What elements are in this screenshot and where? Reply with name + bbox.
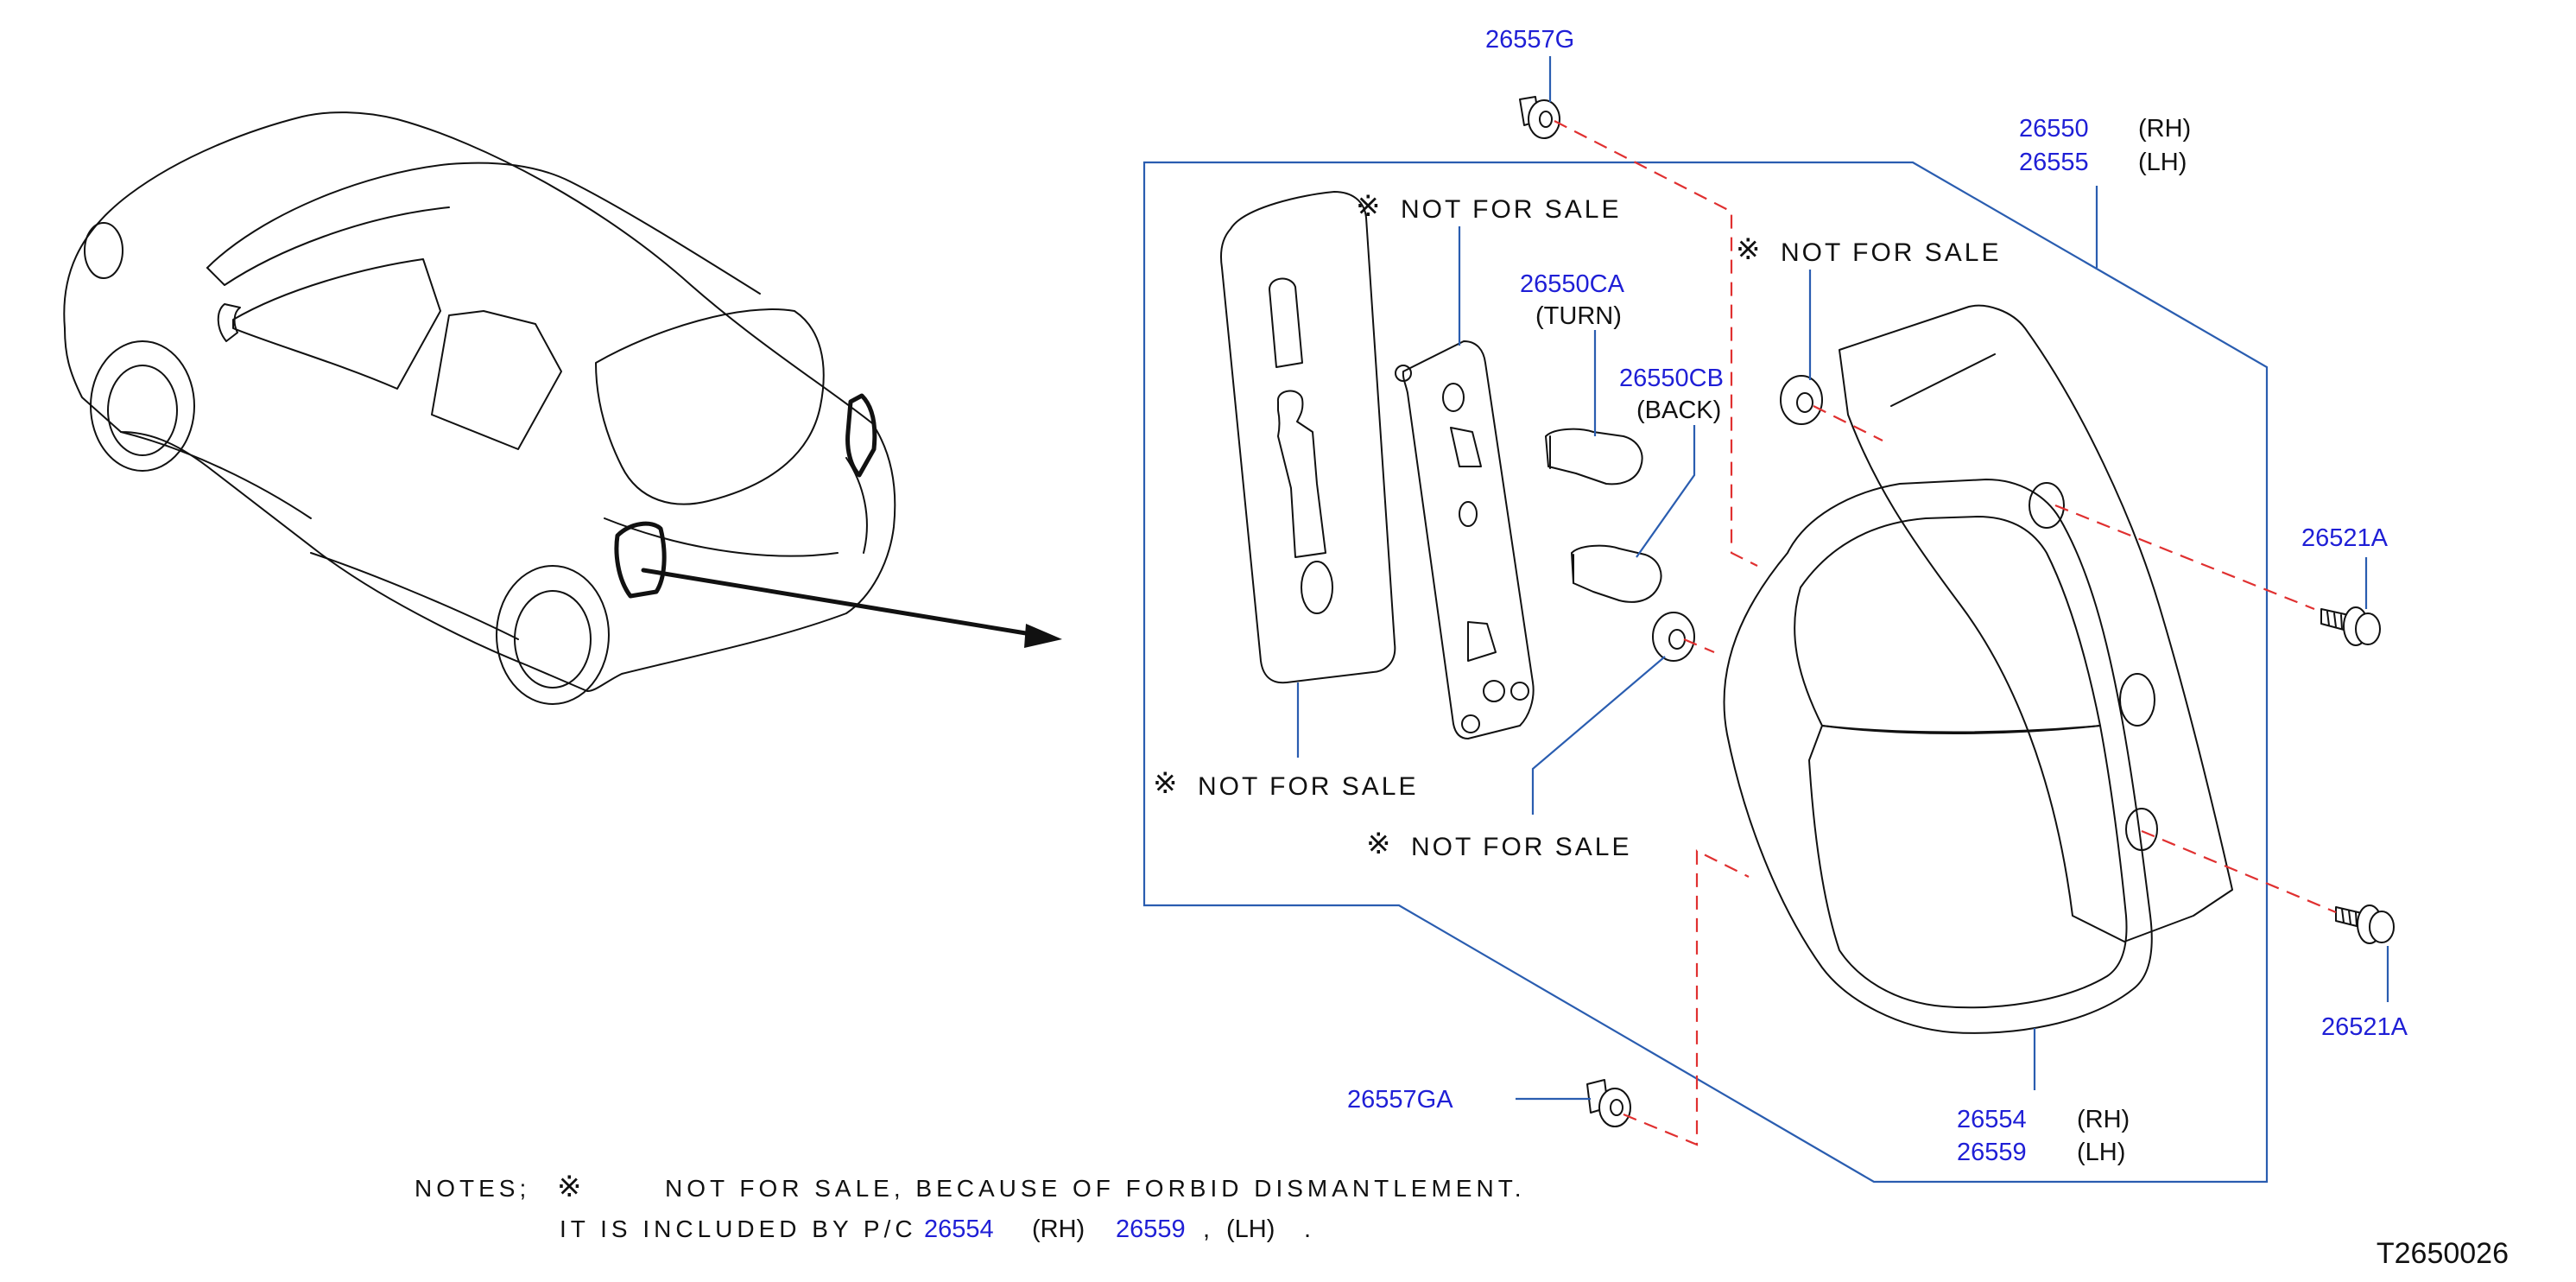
not-for-sale-label: NOT FOR SALE [1401,195,1622,224]
turn-bulb [1545,428,1643,486]
not-for-sale-grommet-upper: ※ NOT FOR SALE [1736,233,2002,267]
leader-lines [1296,56,2389,1101]
callout-26555: 26555 [2019,149,2089,176]
notes-line1: NOT FOR SALE, BECAUSE OF FORBID DISMANTL… [665,1175,1526,1202]
pointer-arrow [641,568,1062,648]
mark-icon: ※ [1366,828,1391,860]
callout-26521A-lower: 26521A [2321,1013,2408,1041]
callout-26550CA: 26550CA [1520,270,1625,298]
notes-mark-icon: ※ [557,1171,582,1203]
not-for-sale-gasket: ※ NOT FOR SALE [1153,767,1419,801]
callout-26557G: 26557G [1485,26,1574,54]
notes-line2-end: . [1304,1215,1311,1243]
callout-26557GA: 26557GA [1347,1086,1453,1114]
grommet-lower [1652,612,1695,662]
notes-line2-lh: (LH) [1226,1215,1275,1243]
callout-26550CB: 26550CB [1619,365,1724,392]
callout-26554: 26554 [1957,1106,2027,1133]
callout-26521A-upper: 26521A [2301,524,2389,552]
notes-prefix: NOTES; [415,1175,530,1202]
callout-26559: 26559 [1957,1139,2027,1166]
diagram-code: T2650026 [2377,1237,2509,1270]
notes-line2-sep: , [1203,1215,1210,1243]
clip-26557GA [1586,1079,1631,1127]
mark-icon: ※ [1153,767,1178,800]
notes-line2-prefix: IT IS INCLUDED BY P/C [560,1215,917,1242]
not-for-sale-grommet-lower: ※ NOT FOR SALE [1366,828,1632,861]
callout-26550: 26550 [2019,115,2089,143]
notes-line2-pn1: 26554 [924,1215,994,1243]
assembly-boundary [1142,161,2269,1184]
gasket-part [1220,191,1396,684]
clip-26557G [1519,96,1560,139]
callout-26559-lh: (LH) [2077,1139,2125,1166]
not-for-sale-label: NOT FOR SALE [1411,833,1632,861]
notes: NOTES; ※ NOT FOR SALE, BECAUSE OF FORBID… [415,1171,1526,1243]
mark-icon: ※ [1356,190,1381,223]
notes-line2-pn2: 26559 [1116,1215,1186,1243]
callout-26554-rh: (RH) [2077,1106,2130,1133]
not-for-sale-socket: ※ NOT FOR SALE [1356,190,1622,224]
socket-plate-part [1395,340,1535,739]
notes-line2-rh: (RH) [1032,1215,1085,1243]
vehicle-illustration [63,111,896,705]
not-for-sale-label: NOT FOR SALE [1198,772,1419,801]
callout-26550-rh: (RH) [2138,115,2191,143]
mating-lines [1554,120,2337,1146]
mark-icon: ※ [1736,233,1761,266]
screw-lower [2335,904,2395,944]
rear-combination-lamp [1723,304,2233,1034]
grommet-upper [1780,375,1823,425]
callout-26555-lh: (LH) [2138,149,2187,176]
callout-back: (BACK) [1636,397,1721,424]
not-for-sale-label: NOT FOR SALE [1781,238,2002,267]
screw-upper [2320,606,2381,646]
callout-turn: (TURN) [1535,302,1622,330]
back-bulb [1571,544,1662,603]
